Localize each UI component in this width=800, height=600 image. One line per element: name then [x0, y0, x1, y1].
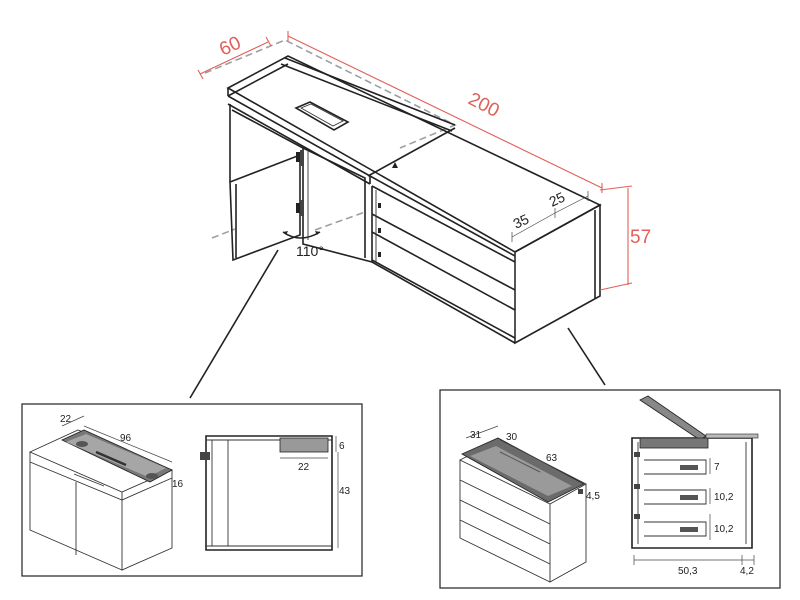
ghost-extension-outline	[204, 39, 457, 239]
tray-section	[279, 437, 329, 453]
dim-4-5: 4,5	[586, 491, 600, 502]
dim-6: 6	[339, 441, 345, 452]
dim-width-200: 200	[465, 89, 503, 122]
leader-line-right	[567, 327, 606, 386]
right-detail-section: 7 10,2 10,2 50,3 4,2	[631, 395, 759, 577]
dim-35: 35	[511, 211, 532, 232]
drawer-handle	[378, 203, 381, 208]
lift-lid	[639, 395, 707, 441]
leader-line-left	[189, 249, 279, 399]
left-cabinet-body	[229, 104, 373, 263]
lock-icon	[392, 162, 398, 168]
dim-section-22: 22	[298, 462, 310, 473]
overall-dimensions: 60 200 57	[197, 31, 651, 291]
dim-10-2-b: 10,2	[714, 524, 734, 535]
dim-43: 43	[339, 486, 351, 497]
dim-96: 96	[120, 433, 132, 444]
hinge-icon	[300, 150, 304, 166]
dim-7: 7	[714, 462, 720, 473]
drawer-handle	[378, 228, 381, 233]
cabinet-top	[226, 55, 602, 257]
flap-handle	[294, 101, 350, 131]
drawer-fronts	[371, 185, 516, 344]
main-cabinet: 110° 35 25	[204, 39, 602, 345]
open-door	[229, 150, 304, 262]
dim-10-2-a: 10,2	[714, 492, 734, 503]
hinge-icon	[200, 452, 210, 460]
dim-25: 25	[547, 189, 568, 210]
inner-dims: 35 25	[511, 189, 589, 242]
hinge-icon	[300, 200, 304, 216]
door-angle-label: 110°	[296, 243, 324, 259]
grommet-icon	[146, 473, 158, 479]
right-detail-panel: 31 30 63 4,5	[439, 389, 781, 589]
left-detail-section: 6 22 43	[200, 435, 351, 551]
grommet-icon	[76, 441, 88, 447]
dim-depth-60: 60	[216, 33, 244, 61]
dim-4-2: 4,2	[740, 566, 754, 577]
dim-50-3: 50,3	[678, 566, 698, 577]
hinge-icon	[296, 152, 302, 162]
left-detail-panel: 22 96 16 6 22 43	[21, 403, 363, 577]
drawer-handle	[378, 252, 381, 257]
dim-16: 16	[172, 479, 184, 490]
dim-22: 22	[60, 414, 72, 425]
dim-height-57: 57	[630, 227, 651, 248]
right-detail-iso: 31 30 63 4,5	[458, 425, 600, 583]
left-detail-iso: 22 96 16	[28, 414, 184, 571]
hinge-icon	[296, 203, 302, 213]
dim-30: 30	[506, 432, 518, 443]
door-angle-arc	[282, 231, 321, 239]
dim-63: 63	[546, 453, 558, 464]
dim-31: 31	[470, 430, 482, 441]
